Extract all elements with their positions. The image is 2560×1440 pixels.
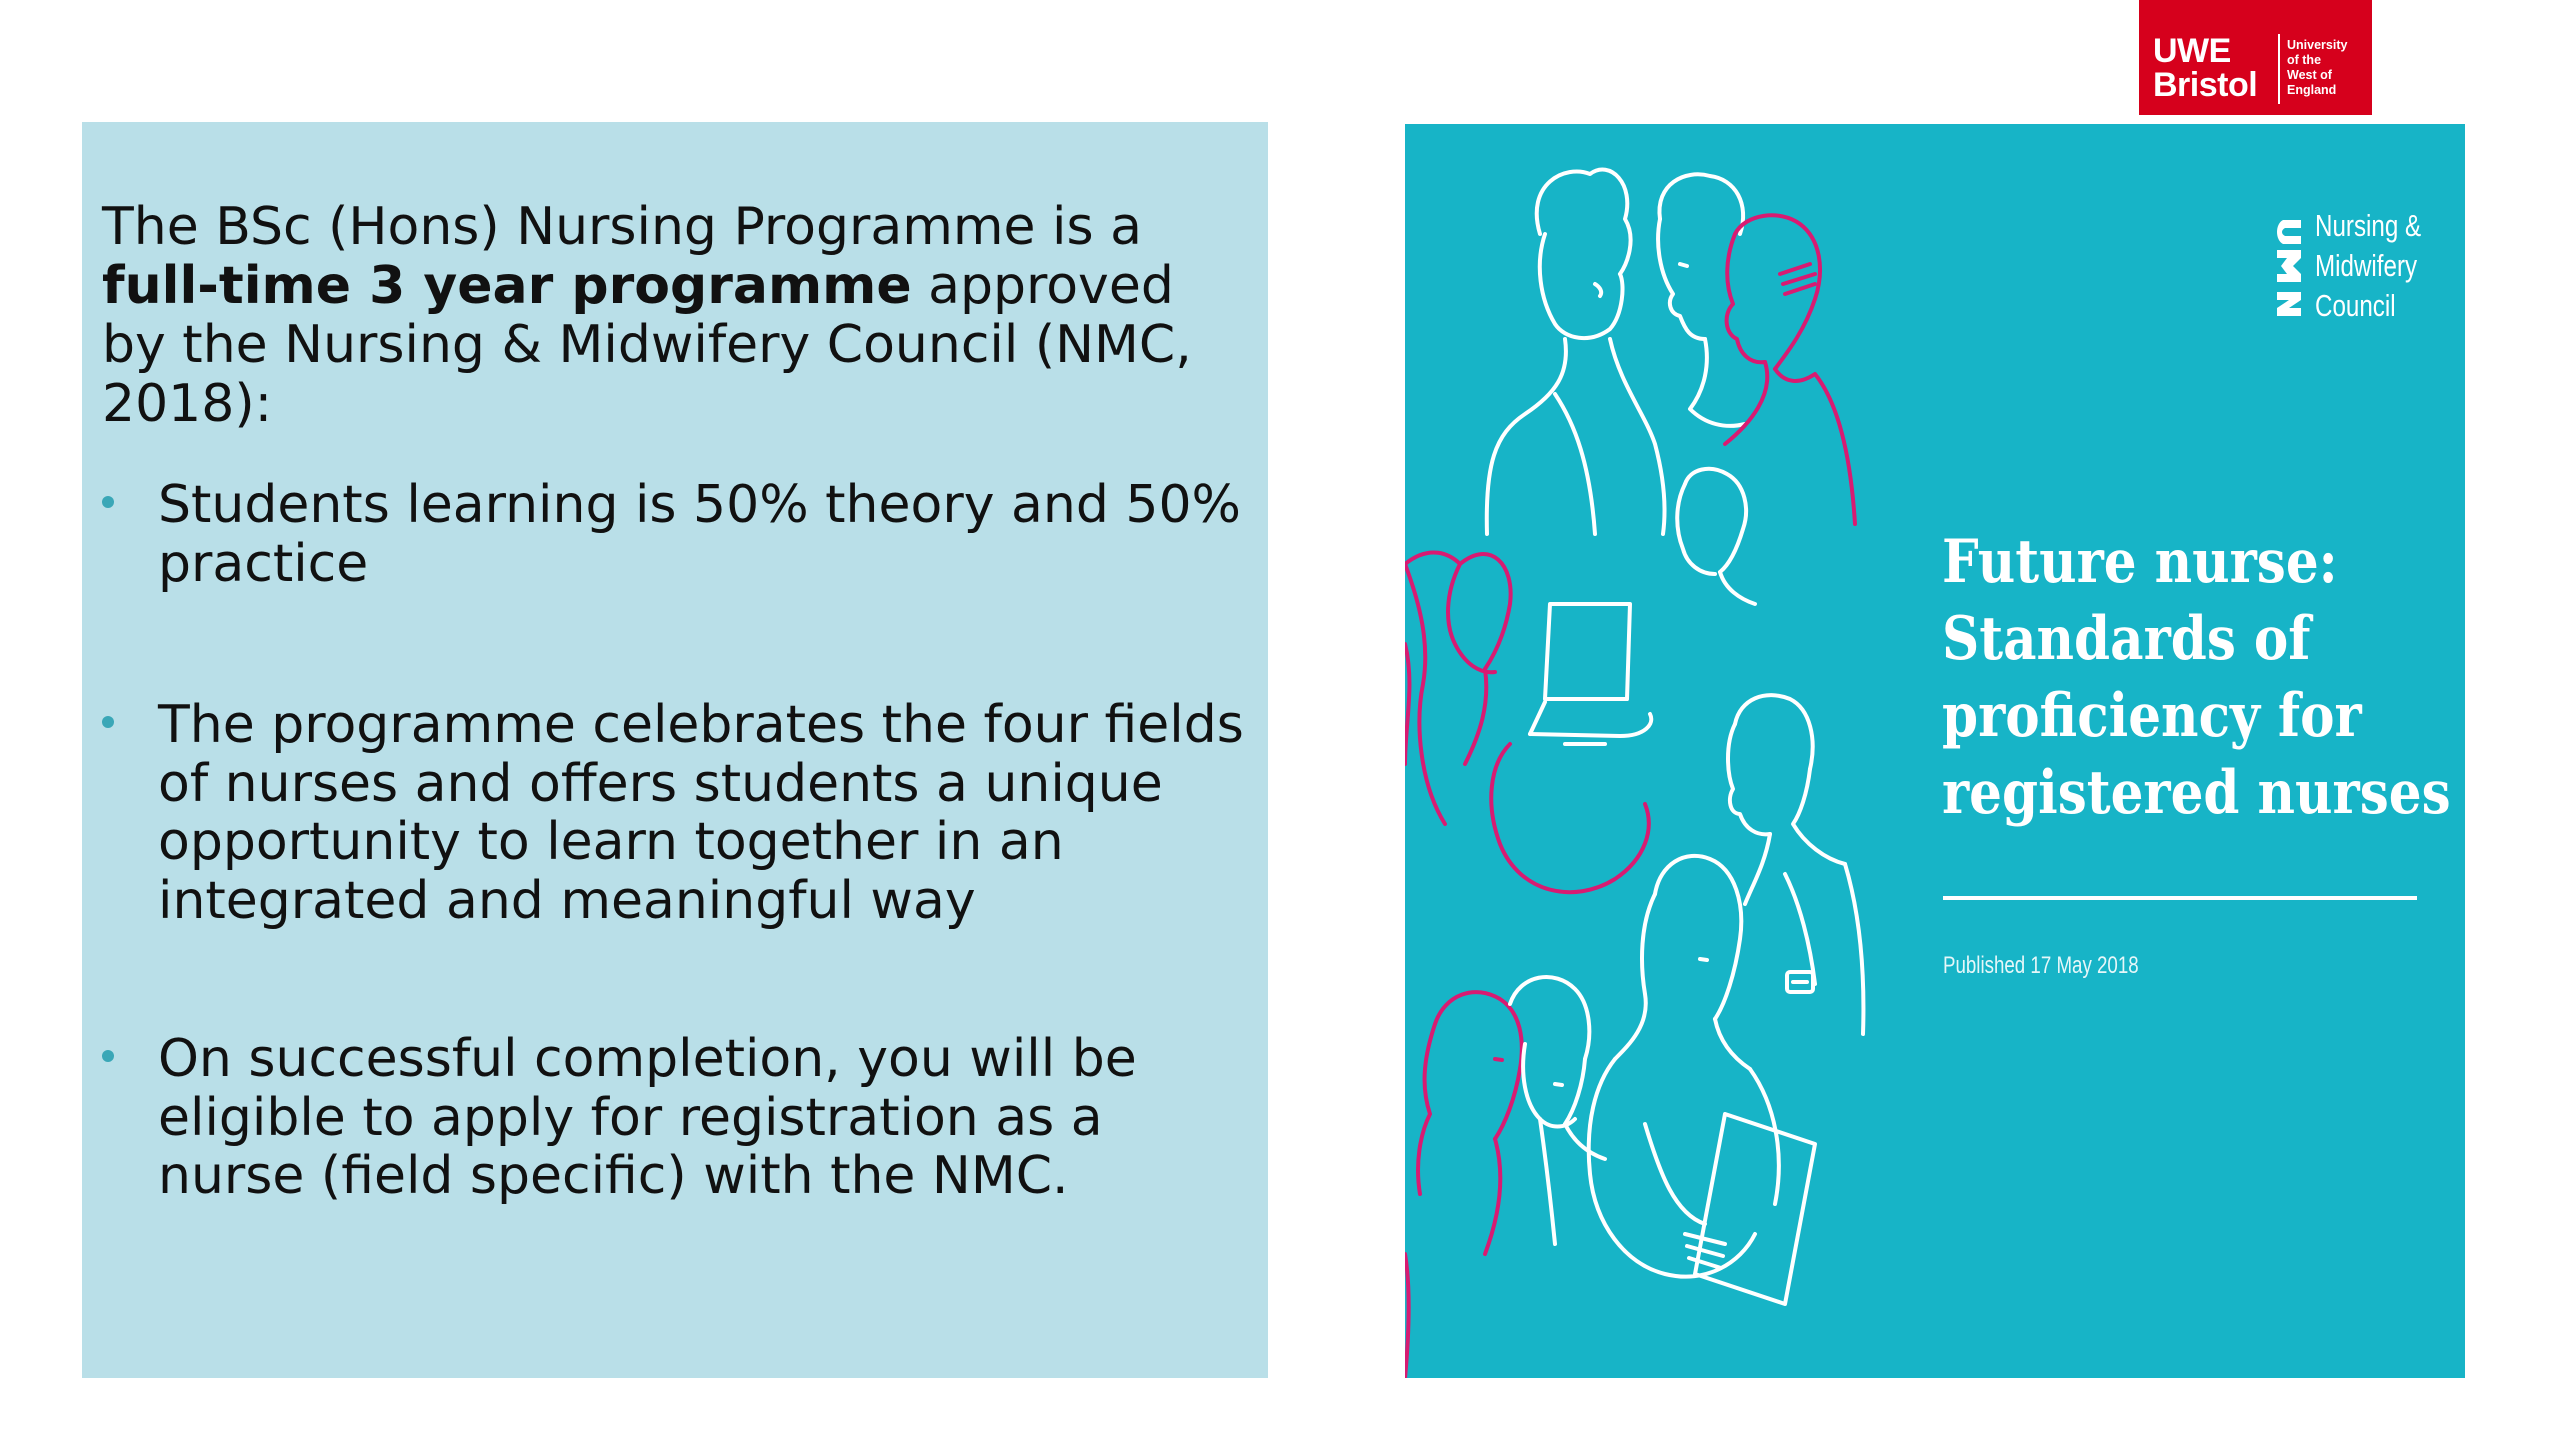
person-outline-8-pink: [1405, 990, 1524, 1378]
person-outline-2: [1656, 172, 1747, 428]
uwe-logo-divider: [2278, 34, 2280, 104]
intro-paragraph: The BSc (Hons) Nursing Programme is a fu…: [102, 198, 1232, 434]
person-outline-1: [1484, 167, 1667, 536]
bullet-dot-icon: [102, 496, 114, 508]
bullet-dot-icon: [102, 716, 114, 728]
uwe-logo-sub4: England: [2287, 83, 2337, 97]
nmc-logo-text: Nursing & Midwifery Council: [2315, 206, 2421, 326]
nmc-mark-icon: [2277, 220, 2301, 316]
cover-title-line4: registered nurses: [1942, 758, 2451, 828]
uwe-logo-sub1: University: [2287, 38, 2348, 52]
cover-title: Future nurse: Standards of proficiency f…: [1942, 524, 2451, 832]
uwe-logo-subtext: University of the West of England: [2287, 38, 2347, 98]
cover-title-line2: Standards of: [1942, 604, 2311, 674]
intro-text-bold: full-time 3 year programme: [102, 256, 912, 316]
bullet-text: On successful completion, you will be el…: [158, 1029, 1137, 1206]
cover-title-line1: Future nurse:: [1942, 527, 2338, 597]
bullet-dot-icon: [102, 1050, 114, 1062]
people-line-illustration: [1405, 167, 1866, 1378]
intro-text-part1: The BSc (Hons) Nursing Programme is a: [102, 197, 1142, 257]
bullet-text: The programme celebrates the four fields…: [158, 695, 1244, 931]
published-date: Published 17 May 2018: [1943, 952, 2139, 979]
programme-info-panel: The BSc (Hons) Nursing Programme is a fu…: [82, 122, 1268, 1378]
nmc-logo-line1: Nursing &: [2315, 208, 2422, 243]
person-outline-6: [1726, 693, 1866, 1036]
cover-title-line3: proficiency for: [1942, 681, 2362, 751]
person-outline-9: [1508, 975, 1607, 1246]
intro-text-part2: approved by the Nursing & Midwifery Coun…: [102, 256, 1192, 434]
cover-divider: [1943, 896, 2417, 900]
person-outline-5-pink: [1405, 550, 1651, 895]
person-outline-3-pink: [1723, 213, 1857, 526]
uwe-logo-wordmark: UWE Bristol: [2153, 32, 2258, 104]
laptop-outline: [1528, 602, 1654, 746]
person-outline-4: [1675, 466, 1757, 606]
uwe-logo-line2: Bristol: [2153, 66, 2258, 104]
nmc-logo-line3: Council: [2315, 288, 2396, 323]
uwe-logo-line1: UWE: [2153, 32, 2231, 70]
nmc-standards-cover-image: Nursing & Midwifery Council Future nurse…: [1405, 124, 2465, 1378]
nmc-logo-line2: Midwifery: [2315, 248, 2418, 283]
person-outline-7: [1586, 853, 1817, 1306]
uwe-logo-sub2: of the: [2287, 53, 2322, 67]
uwe-bristol-logo: UWE Bristol University of the West of En…: [2139, 0, 2372, 115]
uwe-logo-sub3: West of: [2287, 68, 2332, 82]
bullet-text: Students learning is 50% theory and 50% …: [158, 475, 1241, 594]
